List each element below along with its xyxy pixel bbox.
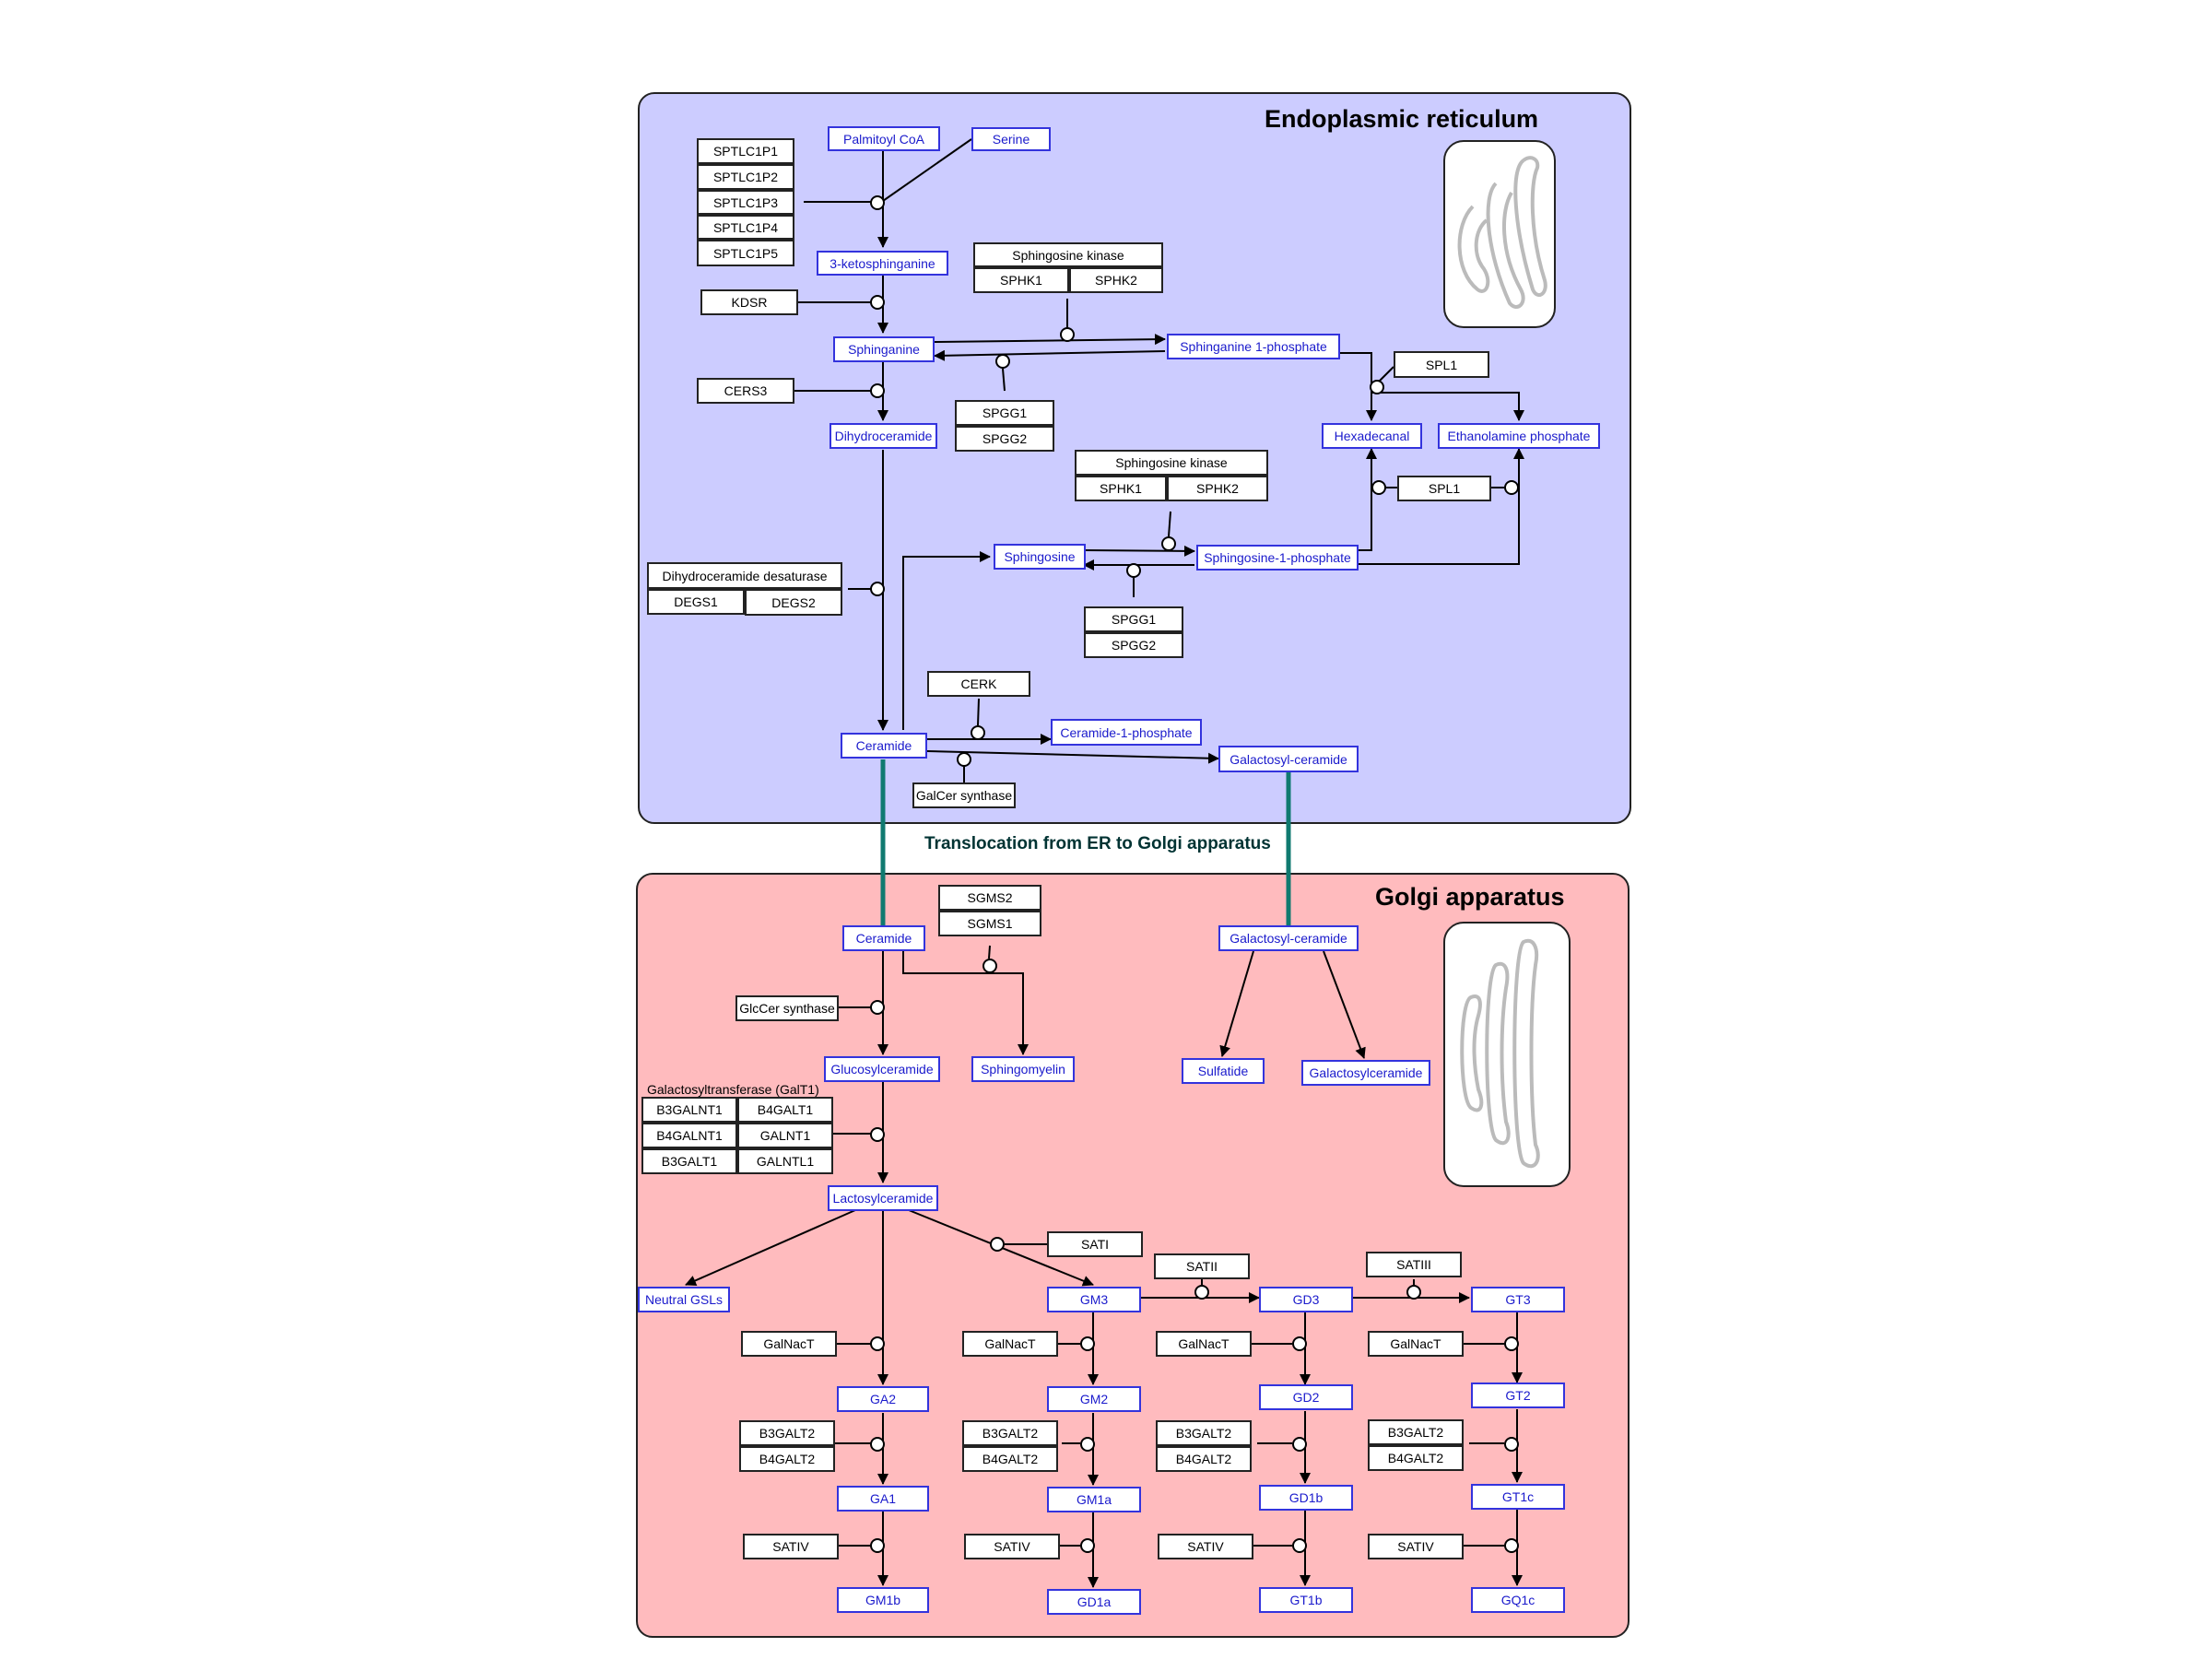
- metabolite-lactosylceramide[interactable]: Lactosylceramide: [828, 1185, 938, 1211]
- gene-sptlc1p1[interactable]: SPTLC1P1: [697, 138, 794, 164]
- gene-sphk2-b[interactable]: SPHK2: [1167, 476, 1268, 501]
- metabolite-gd2[interactable]: GD2: [1259, 1384, 1353, 1410]
- metabolite-glucosylceramide[interactable]: Glucosylceramide: [824, 1056, 940, 1082]
- gene-b3galt2-2[interactable]: B3GALT2: [962, 1420, 1058, 1446]
- metabolite-ceramide-1-phosphate[interactable]: Ceramide-1-phosphate: [1051, 719, 1202, 746]
- gene-sptlc1p4[interactable]: SPTLC1P4: [697, 215, 794, 240]
- metabolite-gt1b[interactable]: GT1b: [1259, 1587, 1353, 1613]
- metabolite-gm1a[interactable]: GM1a: [1047, 1487, 1141, 1512]
- gene-sati[interactable]: SATI: [1047, 1231, 1143, 1257]
- gene-degs1[interactable]: DEGS1: [647, 589, 745, 615]
- gene-galnact-3[interactable]: GalNacT: [1156, 1331, 1252, 1357]
- gene-b3galt1[interactable]: B3GALT1: [641, 1148, 737, 1174]
- gene-spl1-a[interactable]: SPL1: [1394, 351, 1489, 378]
- gene-galnt1[interactable]: GALNT1: [737, 1123, 833, 1148]
- gene-b4galt2-3[interactable]: B4GALT2: [1156, 1446, 1252, 1472]
- metabolite-gd1b[interactable]: GD1b: [1259, 1485, 1353, 1511]
- metabolite-gm3[interactable]: GM3: [1047, 1287, 1141, 1312]
- gene-galnact-2[interactable]: GalNacT: [962, 1331, 1058, 1357]
- gene-b4galt2-4[interactable]: B4GALT2: [1368, 1445, 1464, 1471]
- gene-sativ-4[interactable]: SATIV: [1368, 1534, 1464, 1559]
- metabolite-dihydroceramide[interactable]: Dihydroceramide: [830, 423, 937, 449]
- gene-spgg2-b[interactable]: SPGG2: [1084, 632, 1183, 658]
- metabolite-gm1b[interactable]: GM1b: [837, 1587, 929, 1613]
- gene-sativ-1[interactable]: SATIV: [743, 1534, 839, 1559]
- metabolite-sphingosine-1-phosphate[interactable]: Sphingosine-1-phosphate: [1196, 545, 1359, 571]
- metabolite-galactosylceramide[interactable]: Galactosylceramide: [1301, 1060, 1430, 1086]
- metabolite-ceramide-golgi[interactable]: Ceramide: [842, 925, 925, 951]
- gene-b4galt2-1[interactable]: B4GALT2: [739, 1446, 835, 1472]
- gene-group-galactosyltransferase-title: Galactosyltransferase (GalT1): [647, 1082, 819, 1097]
- gene-b4galnt1[interactable]: B4GALNT1: [641, 1123, 737, 1148]
- gene-galntl1[interactable]: GALNTL1: [737, 1148, 833, 1174]
- gene-satiii[interactable]: SATIII: [1366, 1252, 1462, 1277]
- metabolite-ethanolamine-phosphate[interactable]: Ethanolamine phosphate: [1438, 423, 1600, 449]
- gene-group-dihydroceramide-desaturase[interactable]: Dihydroceramide desaturase: [647, 562, 842, 589]
- metabolite-sphinganine-1-phosphate[interactable]: Sphinganine 1-phosphate: [1167, 334, 1340, 359]
- gene-galcer-synthase[interactable]: GalCer synthase: [912, 782, 1016, 808]
- metabolite-ceramide-er[interactable]: Ceramide: [841, 733, 927, 759]
- gene-sativ-3[interactable]: SATIV: [1158, 1534, 1253, 1559]
- metabolite-gq1c[interactable]: GQ1c: [1471, 1587, 1565, 1613]
- translocation-label: Translocation from ER to Golgi apparatus: [924, 834, 1271, 853]
- gene-spgg1-b[interactable]: SPGG1: [1084, 606, 1183, 632]
- gene-sphk2-a[interactable]: SPHK2: [1069, 267, 1163, 293]
- metabolite-gt3[interactable]: GT3: [1471, 1287, 1565, 1312]
- gene-kdsr[interactable]: KDSR: [700, 289, 798, 315]
- gene-galnact-4[interactable]: GalNacT: [1368, 1331, 1464, 1357]
- gene-sptlc1p2[interactable]: SPTLC1P2: [697, 164, 794, 190]
- gene-sgms1[interactable]: SGMS1: [938, 911, 1041, 936]
- metabolite-sphingomyelin[interactable]: Sphingomyelin: [971, 1056, 1075, 1082]
- metabolite-serine[interactable]: Serine: [971, 127, 1051, 151]
- gene-cerk[interactable]: CERK: [927, 671, 1030, 697]
- gene-sphk1-b[interactable]: SPHK1: [1075, 476, 1167, 501]
- metabolite-neutral-gsls[interactable]: Neutral GSLs: [638, 1287, 730, 1312]
- er-title: Endoplasmic reticulum: [1265, 105, 1539, 133]
- gene-sgms2[interactable]: SGMS2: [938, 885, 1041, 911]
- gene-sptlc1p5[interactable]: SPTLC1P5: [697, 240, 794, 266]
- er-organelle-icon: [1443, 140, 1556, 328]
- metabolite-gd3[interactable]: GD3: [1259, 1287, 1353, 1312]
- metabolite-sulfatide[interactable]: Sulfatide: [1182, 1058, 1265, 1084]
- gene-group-sphingosine-kinase-2[interactable]: Sphingosine kinase: [1075, 450, 1268, 476]
- golgi-title: Golgi apparatus: [1375, 883, 1565, 911]
- metabolite-3-ketosphinganine[interactable]: 3-ketosphinganine: [817, 251, 948, 276]
- metabolite-ga2[interactable]: GA2: [837, 1386, 929, 1412]
- gene-b3galt2-1[interactable]: B3GALT2: [739, 1420, 835, 1446]
- gene-cers3[interactable]: CERS3: [697, 378, 794, 404]
- metabolite-gt2[interactable]: GT2: [1471, 1382, 1565, 1408]
- gene-sphk1-a[interactable]: SPHK1: [973, 267, 1069, 293]
- gene-b3galt2-3[interactable]: B3GALT2: [1156, 1420, 1252, 1446]
- gene-sptlc1p3[interactable]: SPTLC1P3: [697, 190, 794, 215]
- metabolite-gt1c[interactable]: GT1c: [1471, 1484, 1565, 1510]
- metabolite-palmitoyl-coa[interactable]: Palmitoyl CoA: [828, 126, 940, 151]
- gene-glccer-synthase[interactable]: GlcCer synthase: [735, 995, 839, 1021]
- metabolite-sphingosine[interactable]: Sphingosine: [994, 544, 1086, 570]
- gene-spl1-b[interactable]: SPL1: [1397, 476, 1491, 501]
- metabolite-hexadecanal[interactable]: Hexadecanal: [1322, 423, 1422, 449]
- gene-spgg2-a[interactable]: SPGG2: [955, 426, 1054, 452]
- gene-b4galt1[interactable]: B4GALT1: [737, 1097, 833, 1123]
- metabolite-galactosyl-ceramide-golgi[interactable]: Galactosyl-ceramide: [1218, 925, 1359, 951]
- golgi-organelle-icon: [1443, 922, 1571, 1187]
- gene-satii[interactable]: SATII: [1154, 1253, 1250, 1279]
- metabolite-gm2[interactable]: GM2: [1047, 1386, 1141, 1412]
- gene-spgg1-a[interactable]: SPGG1: [955, 400, 1054, 426]
- gene-sativ-2[interactable]: SATIV: [964, 1534, 1060, 1559]
- gene-b3galnt1[interactable]: B3GALNT1: [641, 1097, 737, 1123]
- metabolite-galactosyl-ceramide-er[interactable]: Galactosyl-ceramide: [1218, 746, 1359, 772]
- metabolite-gd1a[interactable]: GD1a: [1047, 1589, 1141, 1615]
- metabolite-ga1[interactable]: GA1: [837, 1486, 929, 1512]
- metabolite-sphinganine[interactable]: Sphinganine: [833, 336, 935, 362]
- gene-b4galt2-2[interactable]: B4GALT2: [962, 1446, 1058, 1472]
- gene-b3galt2-4[interactable]: B3GALT2: [1368, 1419, 1464, 1445]
- gene-galnact-1[interactable]: GalNacT: [741, 1331, 837, 1357]
- gene-group-sphingosine-kinase-1[interactable]: Sphingosine kinase: [973, 242, 1163, 267]
- gene-degs2[interactable]: DEGS2: [745, 589, 842, 616]
